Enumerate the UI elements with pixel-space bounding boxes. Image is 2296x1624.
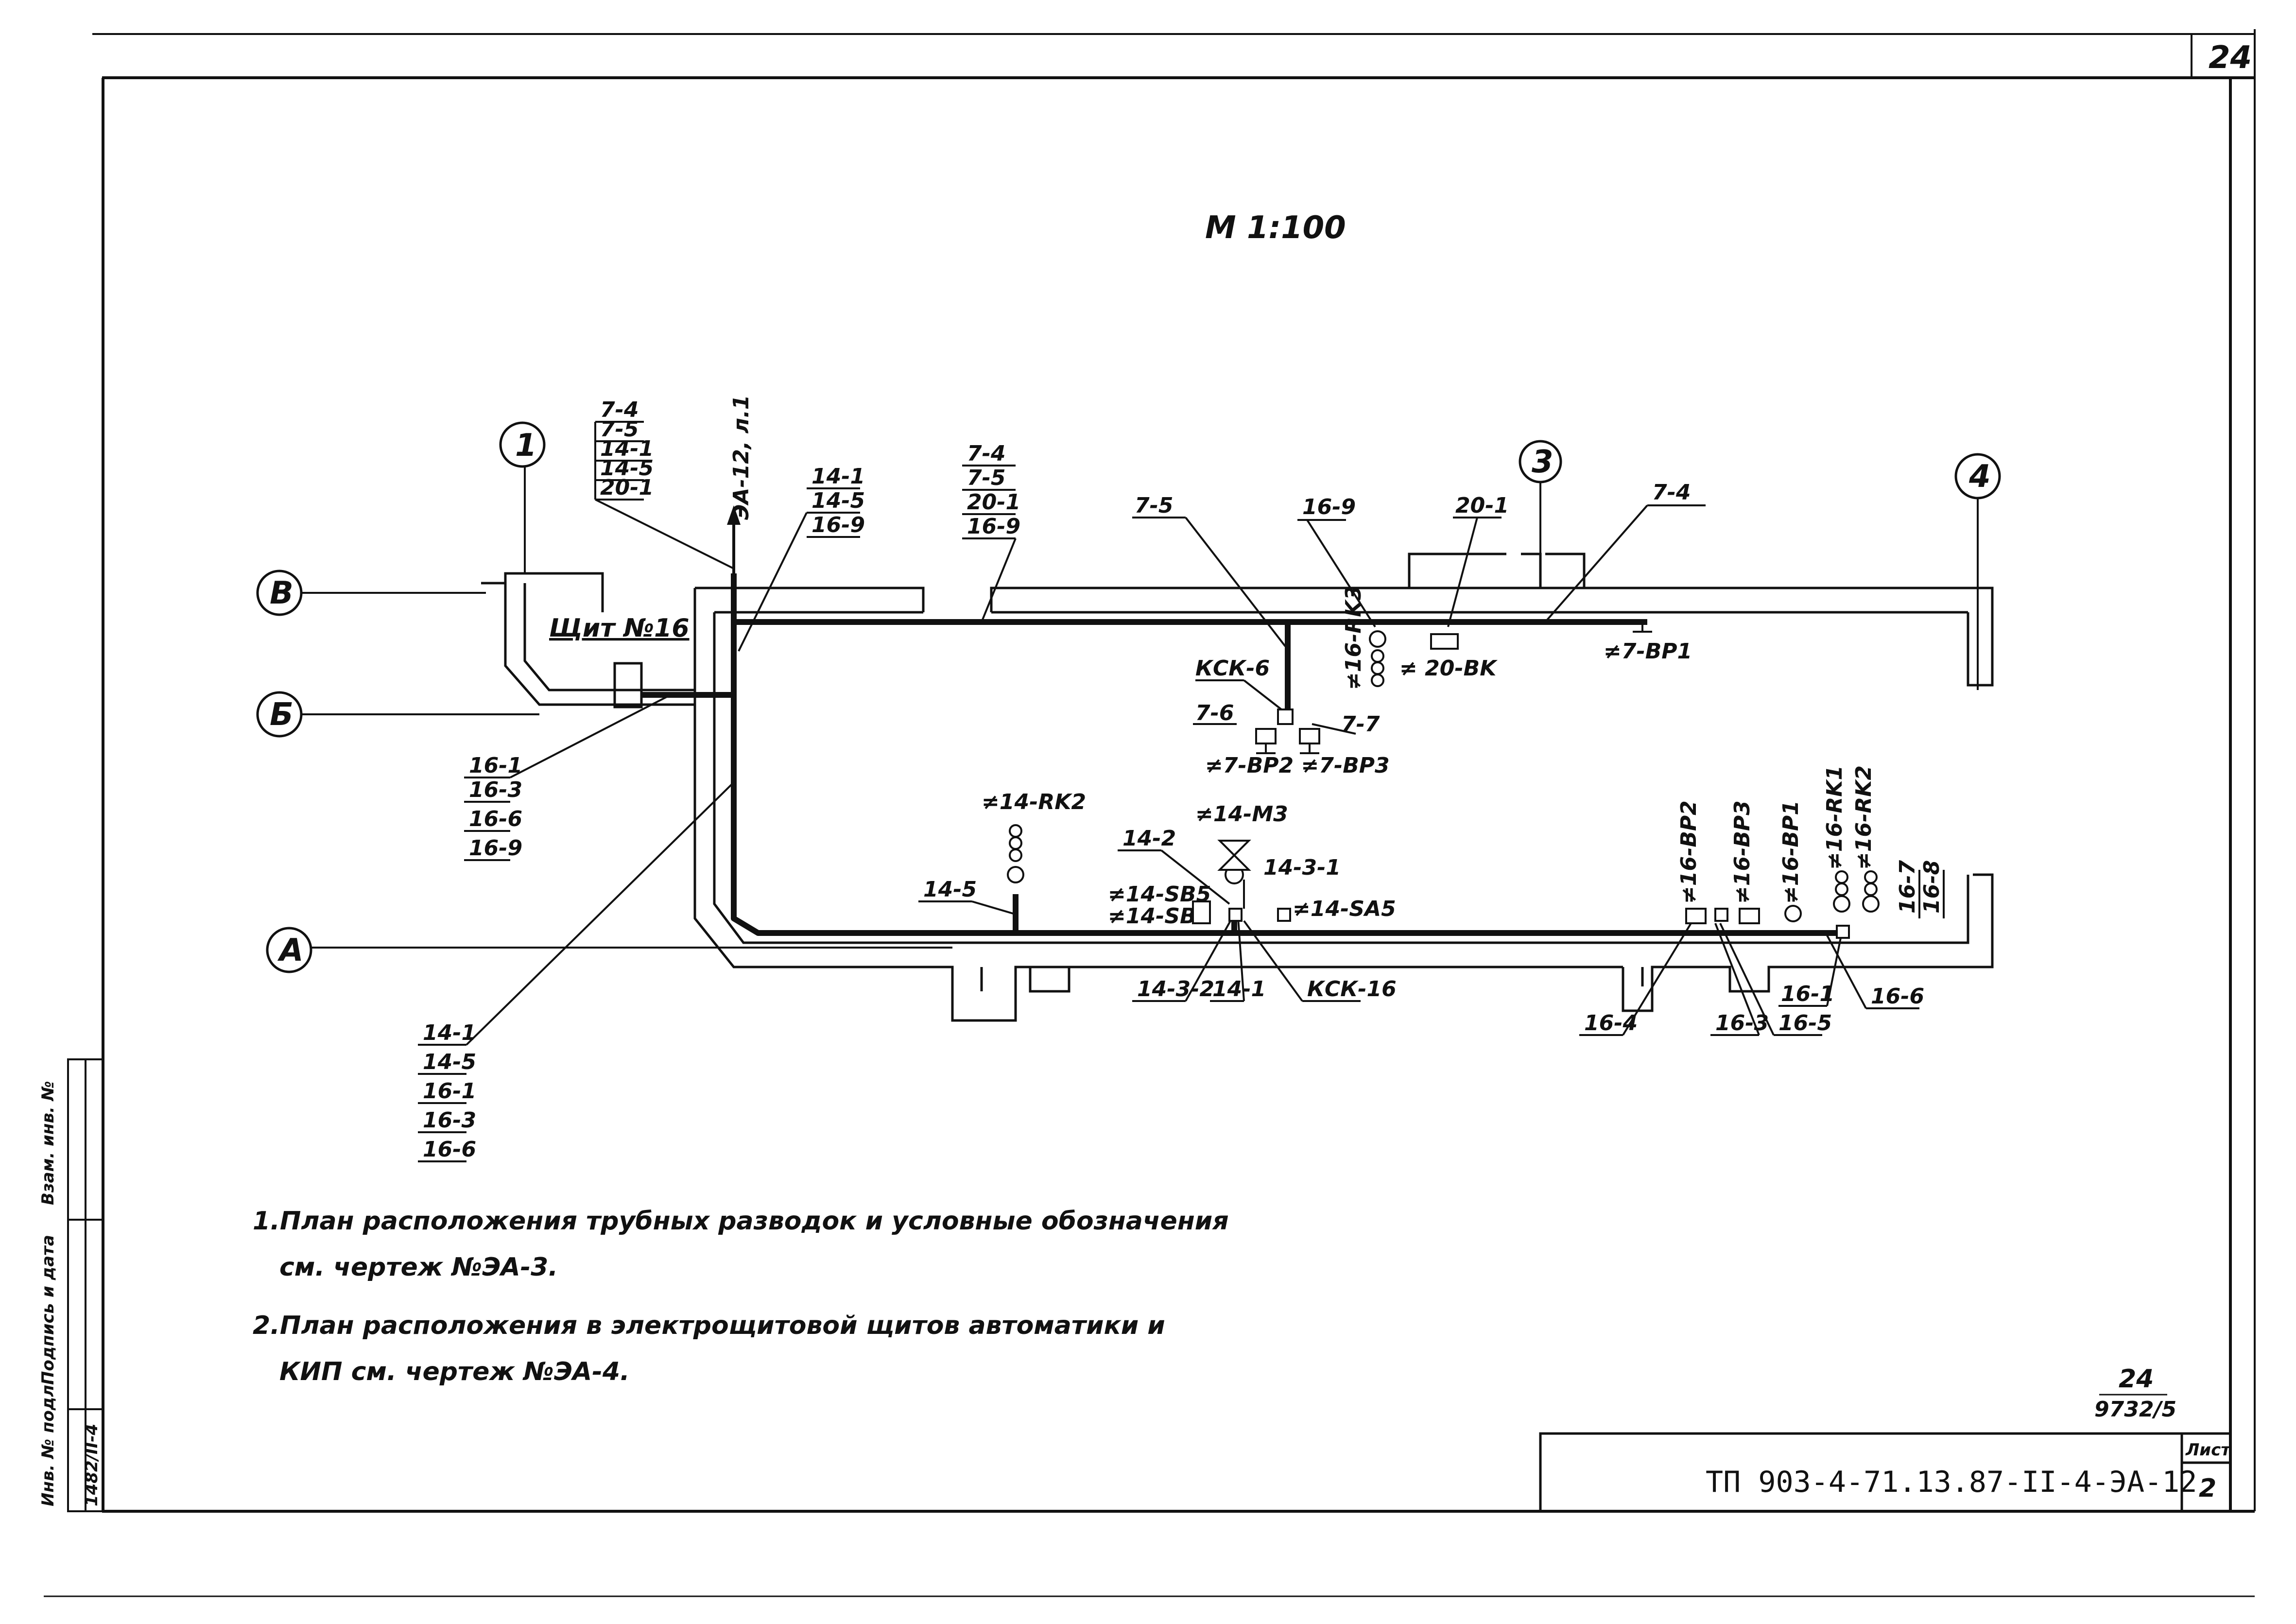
label-bp3-16: ≠16-BP3 bbox=[1730, 800, 1755, 904]
tag-group-4: 16-1 16-3 16-6 16-9 bbox=[464, 694, 671, 861]
upper-devices bbox=[1255, 622, 1652, 754]
leader-lines-upper bbox=[1132, 504, 1706, 735]
svg-text:16-3: 16-3 bbox=[469, 777, 522, 802]
label-14-3-2: 14-3-2 bbox=[1137, 977, 1214, 1002]
label-16-4: 16-4 bbox=[1584, 1011, 1638, 1036]
note-1-line-2: см. чертеж №ЭА-3. bbox=[279, 1253, 558, 1282]
margin-inv-label: Инв. № подл. bbox=[38, 1379, 58, 1506]
scale-label: М 1:100 bbox=[1205, 210, 1346, 246]
svg-text:14-1: 14-1 bbox=[423, 1020, 476, 1045]
tag-group-3: 7-4 7-5 20-1 16-9 bbox=[962, 441, 1020, 622]
label-bk20: ≠ 20-BK bbox=[1399, 656, 1498, 681]
margin-inv-value: 1482/II-4 bbox=[82, 1424, 102, 1506]
svg-text:1: 1 bbox=[515, 428, 537, 464]
svg-text:16-9: 16-9 bbox=[469, 836, 522, 861]
svg-text:Б: Б bbox=[270, 697, 293, 733]
label-bp2-bp3-upper: ≠7-BP2 ≠7-BP3 bbox=[1205, 753, 1390, 778]
label-bp1-16: ≠16-BP1 bbox=[1778, 800, 1803, 904]
label-14-5: 14-5 bbox=[923, 877, 977, 902]
axis-b-marker: Б bbox=[256, 691, 303, 738]
svg-text:7-4: 7-4 bbox=[967, 441, 1006, 466]
tag-group-5: 14-1 14-5 16-1 16-3 16-6 bbox=[418, 781, 735, 1162]
label-7-5: 7-5 bbox=[1135, 493, 1174, 518]
axis-1-marker: 1 bbox=[499, 421, 546, 468]
note-2-line-1: 2.План расположения в электрощитовой щит… bbox=[253, 1311, 1165, 1340]
lower-leaders bbox=[918, 849, 1919, 1036]
svg-text:16-9: 16-9 bbox=[967, 514, 1020, 539]
margin-sign-label: Подпись и дата bbox=[38, 1235, 58, 1385]
label-16-9: 16-9 bbox=[1302, 495, 1356, 519]
label-ksk-16: КСК-16 bbox=[1307, 977, 1397, 1002]
label-7-6: 7-6 bbox=[1195, 701, 1234, 726]
title-block bbox=[1539, 1432, 2232, 1513]
svg-text:16-7: 16-7 bbox=[1895, 860, 1920, 914]
label-16-3: 16-3 bbox=[1715, 1011, 1769, 1036]
tag-group-1: 7-4 7-5 14-1 14-5 20-1 bbox=[594, 397, 734, 570]
svg-text:7-4: 7-4 bbox=[600, 397, 639, 422]
svg-text:16-1: 16-1 bbox=[423, 1079, 476, 1104]
svg-text:14-5: 14-5 bbox=[811, 488, 865, 513]
tag-group-2: 14-1 14-5 16-9 bbox=[738, 464, 865, 652]
tag-group-6: 16-7 16-8 bbox=[1895, 860, 1945, 918]
title-block-list-label: Лист bbox=[2185, 1440, 2231, 1460]
label-rk2-14: ≠14-RK2 bbox=[982, 790, 1086, 814]
ref-arrowhead bbox=[727, 505, 741, 525]
label-7-4: 7-4 bbox=[1652, 480, 1691, 505]
title-block-code: ТП 903-4-71.13.87-II-4-ЭА-12 bbox=[1706, 1465, 2197, 1499]
label-14-2: 14-2 bbox=[1122, 826, 1176, 851]
sheet-number-top: 24 bbox=[2209, 40, 2252, 76]
svg-text:3: 3 bbox=[1532, 444, 1554, 480]
label-rk3: ≠16-RK3 bbox=[1341, 586, 1366, 690]
axis-v-marker: В bbox=[256, 570, 303, 616]
note-1-line-1: 1.План расположения трубных разводок и у… bbox=[253, 1207, 1229, 1236]
svg-text:14-5: 14-5 bbox=[423, 1050, 476, 1074]
label-16-5: 16-5 bbox=[1778, 1011, 1832, 1036]
panel-label: Щит №16 bbox=[549, 614, 690, 643]
label-bp1-upper: ≠7-BP1 bbox=[1604, 639, 1692, 664]
ref-vertical-label: ЭА-12, л.1 bbox=[729, 395, 754, 520]
title-block-list-value: 2 bbox=[2199, 1474, 2216, 1503]
svg-text:16-6: 16-6 bbox=[469, 807, 522, 831]
page-fraction-top: 24 bbox=[2119, 1365, 2154, 1394]
label-14-3-1: 14-3-1 bbox=[1263, 855, 1341, 880]
axis-4-marker: 4 bbox=[1954, 453, 2001, 500]
svg-text:4: 4 bbox=[1968, 459, 1991, 495]
note-2-line-2: КИП см. чертеж №ЭА-4. bbox=[279, 1357, 630, 1386]
label-bp2-16: ≠16-BP2 bbox=[1676, 800, 1701, 904]
label-16-6: 16-6 bbox=[1871, 984, 1924, 1009]
label-7-7: 7-7 bbox=[1341, 712, 1380, 737]
label-rk2-16: ≠16-RK2 bbox=[1851, 765, 1876, 870]
svg-text:16-3: 16-3 bbox=[423, 1108, 476, 1133]
svg-text:16-8: 16-8 bbox=[1919, 860, 1944, 914]
axis-lines bbox=[301, 466, 1979, 949]
svg-text:16-9: 16-9 bbox=[811, 513, 865, 537]
svg-text:20-1: 20-1 bbox=[967, 490, 1020, 515]
svg-text:16-6: 16-6 bbox=[423, 1137, 476, 1162]
svg-text:В: В bbox=[270, 575, 293, 611]
svg-text:14-1: 14-1 bbox=[811, 464, 865, 489]
label-m3: ≠14-M3 bbox=[1195, 802, 1288, 827]
axis-3-marker: 3 bbox=[1519, 440, 1562, 484]
svg-text:16-1: 16-1 bbox=[469, 753, 522, 778]
margin-vzam-label: Взам. инв. № bbox=[38, 1081, 58, 1205]
label-rk1-16: ≠16-RK1 bbox=[1822, 765, 1847, 870]
lower-devices bbox=[1007, 824, 1880, 939]
svg-text:20-1: 20-1 bbox=[600, 475, 654, 500]
margin-binder bbox=[67, 1058, 104, 1512]
label-20-1: 20-1 bbox=[1455, 493, 1509, 518]
cable-routes bbox=[641, 573, 1847, 936]
label-sa5: ≠14-SA5 bbox=[1293, 897, 1396, 921]
svg-text:7-5: 7-5 bbox=[967, 466, 1006, 490]
label-16-1: 16-1 bbox=[1781, 982, 1834, 1006]
svg-text:А: А bbox=[277, 933, 304, 968]
building-outline bbox=[481, 553, 1994, 1022]
page-fraction-bottom: 9732/5 bbox=[2094, 1397, 2176, 1422]
label-14-1: 14-1 bbox=[1212, 977, 1266, 1002]
axis-a-marker: А bbox=[266, 927, 312, 973]
label-ksk-6: КСК-6 bbox=[1195, 656, 1270, 681]
